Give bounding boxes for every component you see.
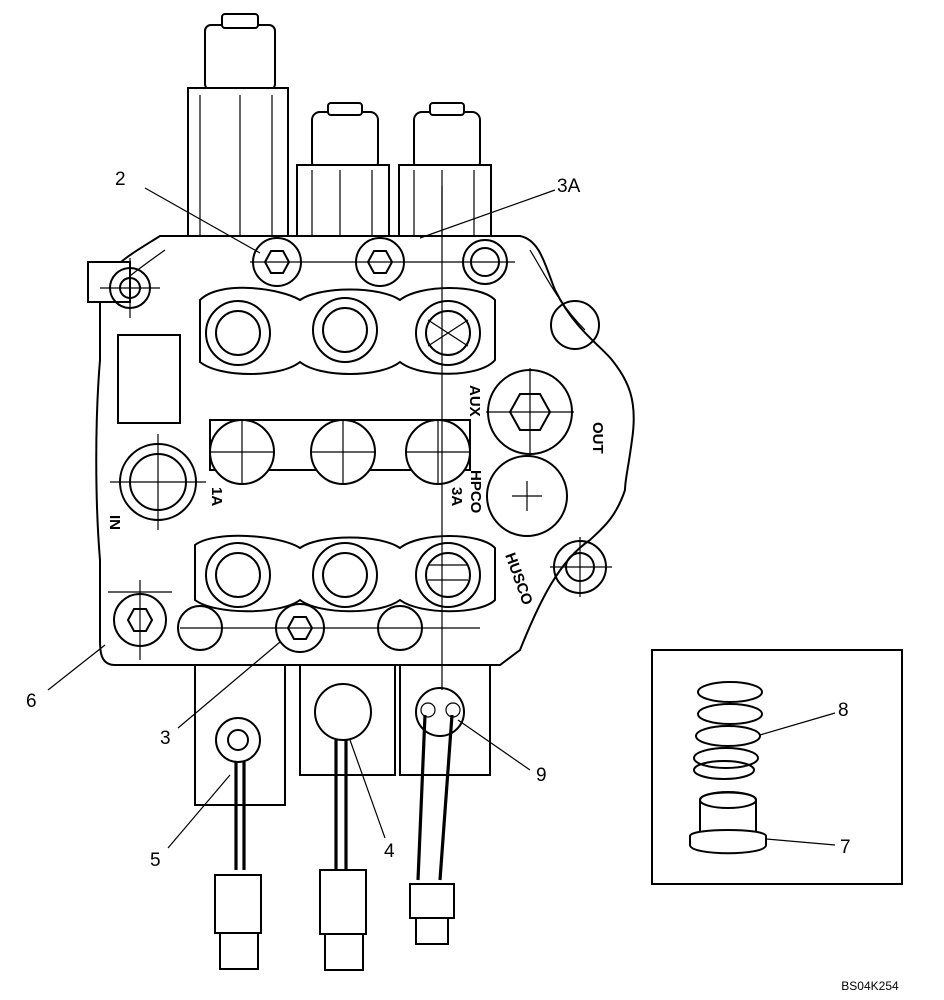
callout-9: 9 xyxy=(536,765,547,786)
stamp-aux: AUX xyxy=(466,385,483,417)
plunger xyxy=(689,791,767,855)
upper-ports xyxy=(199,286,496,375)
stamp-hpco-3a: 3A xyxy=(448,487,465,506)
lower-ports xyxy=(194,534,496,613)
callout-6: 6 xyxy=(26,691,37,712)
right-section xyxy=(486,300,612,597)
solenoid-2 xyxy=(296,102,390,241)
reference-code: BS04K254 xyxy=(841,979,899,993)
callout-7: 7 xyxy=(840,837,851,858)
callout-3: 3 xyxy=(160,728,171,749)
top-bolts xyxy=(250,237,515,287)
stamp-out: OUT xyxy=(589,422,606,454)
solenoid-1 xyxy=(187,13,289,239)
callout-4: 4 xyxy=(384,841,395,862)
callout-5: 5 xyxy=(150,850,161,871)
callout-3a: 3A xyxy=(557,176,581,197)
middle-plugs xyxy=(209,419,471,485)
leader-lines xyxy=(47,187,836,849)
bottom-spools xyxy=(194,664,491,971)
spring xyxy=(693,681,763,780)
inset-detail xyxy=(651,649,903,885)
callout-2: 2 xyxy=(115,169,126,190)
stamp-hpco: HPCO xyxy=(467,470,484,514)
bottom-bolts xyxy=(177,603,480,653)
stamp-1a: 1A xyxy=(208,487,225,506)
solenoid-3 xyxy=(398,102,492,241)
callout-8: 8 xyxy=(838,700,849,721)
stamp-in: IN xyxy=(106,515,123,530)
